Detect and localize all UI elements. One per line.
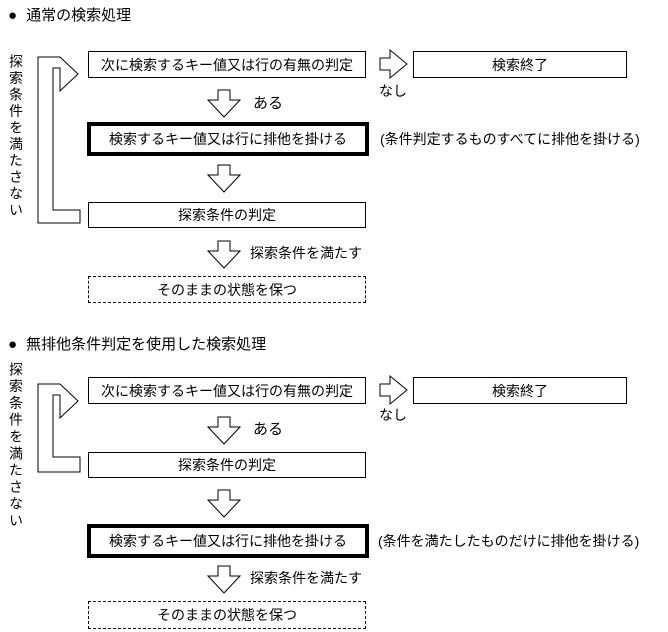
fc2-label-none: なし [379, 407, 407, 423]
bullet-icon: ● [8, 7, 18, 24]
fc1-box-lock: 検索するキー値又は行に排他を掛ける [87, 122, 369, 156]
fc1-box-check-next-label: 次に検索するキー値又は行の有無の判定 [101, 56, 353, 73]
fc2-box-check-next: 次に検索するキー値又は行の有無の判定 [88, 377, 366, 404]
fc2-box-search-end: 検索終了 [413, 377, 627, 404]
fc2-title: ● 無排他条件判定を使用した検索処理 [8, 336, 266, 353]
fc2-box-judge-label: 探索条件の判定 [178, 457, 276, 473]
fc1-down-arrow-3 [206, 240, 242, 269]
fc1-label-exists: ある [253, 95, 284, 112]
fc2-box-check-next-label: 次に検索するキー値又は行の有無の判定 [101, 382, 353, 399]
fc2-label-exists: ある [253, 421, 284, 438]
fc1-annotation: (条件判定するものすべてに排他を掛ける) [380, 131, 640, 147]
fc1-box-judge: 探索条件の判定 [88, 202, 366, 228]
fc1-box-keep-state: そのままの状態を保つ [88, 276, 366, 303]
fc2-title-text: 無排他条件判定を使用した検索処理 [26, 336, 267, 353]
fc1-title-text: 通常の検索処理 [26, 7, 132, 24]
fc2-down-arrow-1 [206, 416, 242, 445]
fc2-side-label: 探索条件を満たさない [8, 362, 24, 530]
fc1-box-judge-label: 探索条件の判定 [178, 207, 276, 223]
fc2-box-lock-label: 検索するキー値又は行に排他を掛ける [109, 533, 347, 549]
fc2-box-lock: 検索するキー値又は行に排他を掛ける [87, 524, 369, 558]
fc1-title: ● 通常の検索処理 [8, 7, 131, 24]
fc1-label-satisfy: 探索条件を満たす [250, 245, 362, 261]
fc2-down-arrow-2 [206, 489, 242, 518]
fc2-box-judge: 探索条件の判定 [88, 452, 366, 478]
fc1-box-lock-label: 検索するキー値又は行に排他を掛ける [109, 131, 347, 147]
fc2-box-keep-state: そのままの状態を保つ [88, 601, 366, 629]
fc2-box-keep-state-label: そのままの状態を保つ [157, 607, 297, 623]
fc1-box-search-end: 検索終了 [413, 51, 627, 78]
fc2-loop-back-arrow [37, 383, 81, 473]
fc1-loop-back-arrow [37, 56, 81, 224]
fc1-box-check-next: 次に検索するキー値又は行の有無の判定 [88, 51, 366, 78]
fc2-right-arrow [379, 374, 408, 406]
fc1-label-none: なし [379, 83, 407, 99]
fc2-box-search-end-label: 検索終了 [492, 382, 548, 399]
fc1-box-search-end-label: 検索終了 [492, 56, 548, 73]
fc1-down-arrow-1 [206, 89, 242, 118]
fc1-down-arrow-2 [206, 164, 242, 193]
fc1-side-label: 探索条件を満たさない [8, 54, 24, 219]
fc2-annotation: (条件を満たしたものだけに排他を掛ける) [378, 533, 640, 549]
fc1-box-keep-state-label: そのままの状態を保つ [157, 281, 297, 298]
fc2-label-satisfy: 探索条件を満たす [250, 570, 362, 586]
fc2-down-arrow-3 [206, 565, 242, 594]
bullet-icon: ● [8, 336, 18, 353]
fc1-right-arrow [379, 48, 408, 80]
